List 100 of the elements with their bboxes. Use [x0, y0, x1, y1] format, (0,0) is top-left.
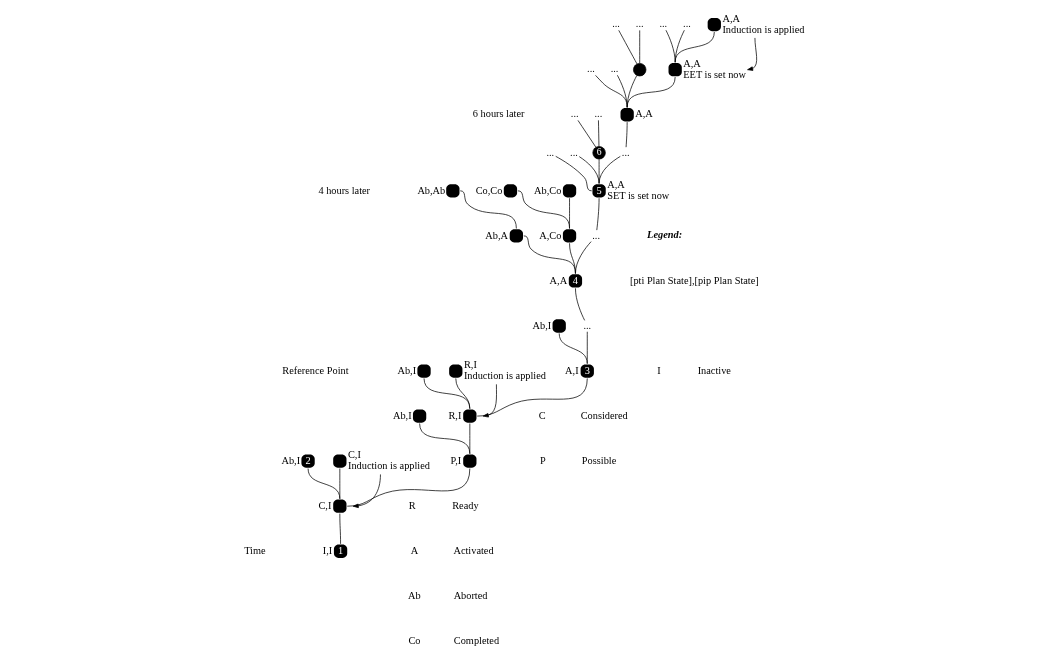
node-circle — [445, 184, 459, 198]
connector — [598, 156, 621, 184]
label: Completed — [453, 635, 499, 647]
connector — [423, 378, 470, 410]
arrow — [482, 383, 497, 418]
label: I — [656, 364, 661, 376]
node-circle — [632, 63, 646, 77]
connector — [598, 158, 599, 184]
node-text: ... — [610, 63, 618, 75]
node-circle — [416, 364, 431, 378]
connector — [554, 155, 592, 192]
label: Ready — [451, 499, 479, 511]
label: Activated — [452, 544, 494, 556]
label: Co — [407, 635, 420, 647]
node-circle — [412, 409, 426, 423]
node-text: ... — [591, 229, 600, 241]
node-label: Ab,I — [396, 364, 416, 376]
label: Aborted — [453, 590, 487, 602]
arrow — [352, 474, 381, 508]
node-label: P,I — [450, 454, 461, 466]
label: R — [408, 499, 416, 511]
label: Inactive — [697, 364, 731, 376]
node-circle — [503, 184, 517, 198]
connector — [665, 29, 676, 63]
node-label: EET is set now — [682, 68, 746, 80]
node-label: C,I — [317, 499, 331, 511]
node-label: Induction is applied — [463, 370, 546, 382]
connector — [595, 197, 599, 231]
node-circle — [562, 184, 576, 198]
connector — [626, 76, 676, 108]
label: Legend: — [646, 228, 682, 240]
label: Possible — [581, 454, 616, 466]
connector — [594, 74, 627, 108]
node-circle — [552, 319, 566, 333]
node-label: Ab,I — [392, 409, 412, 421]
node-label: Induction is applied — [721, 23, 804, 35]
connector — [674, 31, 715, 63]
node-label: Ab,I — [280, 454, 300, 466]
node-circle — [448, 364, 462, 378]
label: Time — [243, 544, 266, 556]
connector — [338, 468, 340, 500]
node-circle — [509, 229, 523, 243]
connector — [568, 242, 576, 274]
connector — [638, 30, 640, 64]
connector — [459, 190, 517, 229]
connector — [307, 468, 340, 500]
node-circle — [707, 18, 721, 32]
node-label: I,I — [322, 544, 332, 556]
node-label: Ab,A — [484, 229, 508, 241]
node-label: A,A — [606, 179, 625, 191]
connector — [625, 121, 627, 148]
node-text: ... — [570, 108, 579, 120]
node-label: A,A — [721, 12, 740, 24]
connector — [578, 156, 599, 184]
node-label: A,A — [634, 108, 653, 120]
connector — [476, 378, 588, 417]
connector — [568, 197, 570, 229]
node-circle — [668, 63, 682, 77]
label: Reference Point — [281, 364, 349, 376]
node-label: C,I — [347, 449, 361, 461]
connector — [522, 235, 576, 274]
node-label: SET is set now — [606, 190, 669, 202]
node-label: Ab,I — [532, 319, 551, 331]
connector — [574, 287, 585, 321]
connector — [558, 333, 588, 364]
node-text: ... — [569, 146, 578, 158]
node-label: A,Co — [538, 229, 561, 241]
label: Considered — [580, 409, 628, 421]
label: C — [538, 409, 546, 421]
connector — [617, 29, 637, 65]
node-label: A,I — [564, 364, 579, 376]
connector — [346, 468, 470, 507]
node-label: Ab,Ab — [416, 184, 445, 196]
connector — [574, 241, 591, 274]
node-label: R,I — [447, 409, 461, 421]
node-circle — [332, 499, 346, 513]
label: [pti Plan State],[pip Plan State] — [629, 274, 759, 286]
node-circle — [620, 108, 634, 122]
node-text: ... — [545, 146, 554, 158]
node-text: ... — [635, 18, 644, 30]
node-label: A,A — [682, 57, 701, 69]
label: 4 hours later — [317, 184, 370, 196]
arrow — [746, 37, 757, 71]
connector — [418, 423, 470, 455]
label: A — [410, 544, 418, 556]
node-circle — [332, 454, 346, 468]
connector — [577, 120, 596, 148]
label: 6 hours later — [472, 108, 524, 120]
node-text: ... — [582, 319, 591, 331]
node-circle — [562, 229, 576, 243]
node-text: ... — [682, 18, 691, 30]
node-label: Ab,Co — [533, 184, 561, 196]
node-label: R,I — [463, 359, 477, 371]
node-text: ... — [621, 146, 630, 158]
node-text: ... — [658, 18, 667, 30]
connector — [454, 378, 470, 410]
node-circle — [462, 409, 476, 423]
node-circle — [462, 454, 476, 468]
connector — [338, 513, 341, 545]
node-label: Co,Co — [475, 184, 502, 196]
